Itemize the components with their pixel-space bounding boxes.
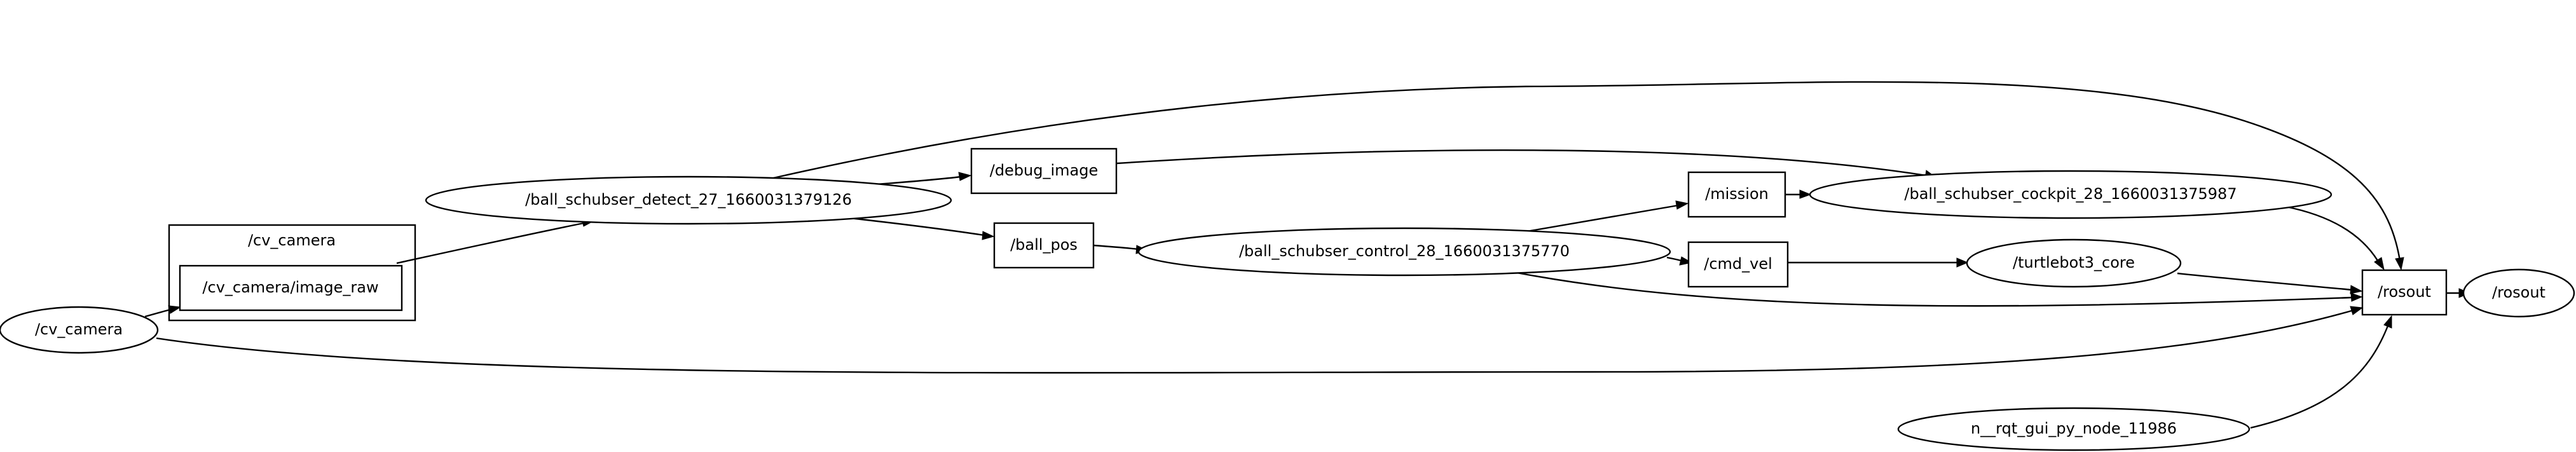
topic-label: /rosout	[2378, 283, 2431, 301]
arrowhead	[1799, 189, 1812, 199]
arrowhead	[958, 172, 972, 181]
node-cv-camera[interactable]: /cv_camera	[0, 306, 159, 354]
cluster-label: /cv_camera	[248, 231, 336, 249]
topic-cmd-vel[interactable]: /cmd_vel	[1687, 241, 1789, 288]
arrowhead	[2374, 257, 2385, 271]
edge-cv-camera-to-rosout[interactable]	[156, 309, 2354, 374]
edge-cockpit-to-rosout[interactable]	[2285, 205, 2379, 261]
node-label: /cv_camera	[35, 320, 123, 338]
edge-detect-to-debug-image[interactable]	[875, 175, 962, 186]
topic-label: /cv_camera/image_raw	[202, 278, 378, 296]
topic-rosout[interactable]: /rosout	[2361, 269, 2448, 316]
node-rosout[interactable]: /rosout	[2462, 268, 2575, 318]
topic-label: /ball_pos	[1010, 236, 1078, 254]
arrowhead	[2395, 257, 2404, 271]
edge-ball-pos-to-control[interactable]	[1093, 244, 1139, 250]
edge-turtlebot-to-rosout[interactable]	[2177, 272, 2353, 291]
edge-control-to-rosout[interactable]	[1506, 270, 2353, 307]
node-control[interactable]: /ball_schubser_control_28_1660031375770	[1137, 227, 1671, 277]
node-label: n__rqt_gui_py_node_11986	[1971, 420, 2177, 437]
edge-detect-to-rosout[interactable]	[770, 81, 2401, 261]
arrowhead	[1956, 257, 1969, 268]
edge-control-to-mission[interactable]	[1519, 204, 1679, 234]
topic-ball-pos[interactable]: /ball_pos	[993, 222, 1095, 269]
arrowhead	[168, 305, 182, 314]
topic-mission[interactable]: /mission	[1687, 171, 1786, 218]
node-cockpit[interactable]: /ball_schubser_cockpit_28_1660031375987	[1809, 170, 2333, 219]
arrowhead	[2350, 285, 2363, 294]
edge-image-raw-to-detect[interactable]	[396, 222, 584, 264]
edge-rqt-gui-to-rosout[interactable]	[2250, 324, 2390, 429]
node-label: /ball_schubser_cockpit_28_1660031375987	[1904, 185, 2237, 203]
node-label: /rosout	[2492, 284, 2545, 301]
node-rqt-gui[interactable]: n__rqt_gui_py_node_11986	[1897, 407, 2251, 451]
cv-camera-cluster[interactable]: /cv_camera	[168, 224, 416, 322]
topic-label: /mission	[1705, 185, 1769, 203]
arrowhead	[2383, 315, 2392, 329]
node-label: /ball_schubser_control_28_1660031375770	[1239, 242, 1570, 260]
arrowhead	[982, 231, 995, 240]
arrowhead	[1675, 200, 1689, 210]
topic-image-raw[interactable]: /cv_camera/image_raw	[179, 264, 403, 312]
arrowhead	[2350, 292, 2363, 302]
topic-debug-image[interactable]: /debug_image	[970, 147, 1118, 195]
topic-label: /debug_image	[990, 161, 1099, 179]
node-turtlebot3-core[interactable]: /turtlebot3_core	[1966, 238, 2182, 288]
topic-label: /cmd_vel	[1704, 255, 1772, 273]
node-detect[interactable]: /ball_schubser_detect_27_1660031379126	[425, 175, 952, 225]
arrowhead	[2350, 306, 2364, 315]
edge-debug-image-to-cockpit[interactable]	[1116, 149, 1927, 177]
node-label: /ball_schubser_detect_27_1660031379126	[525, 191, 852, 209]
node-label: /turtlebot3_core	[2013, 254, 2135, 271]
